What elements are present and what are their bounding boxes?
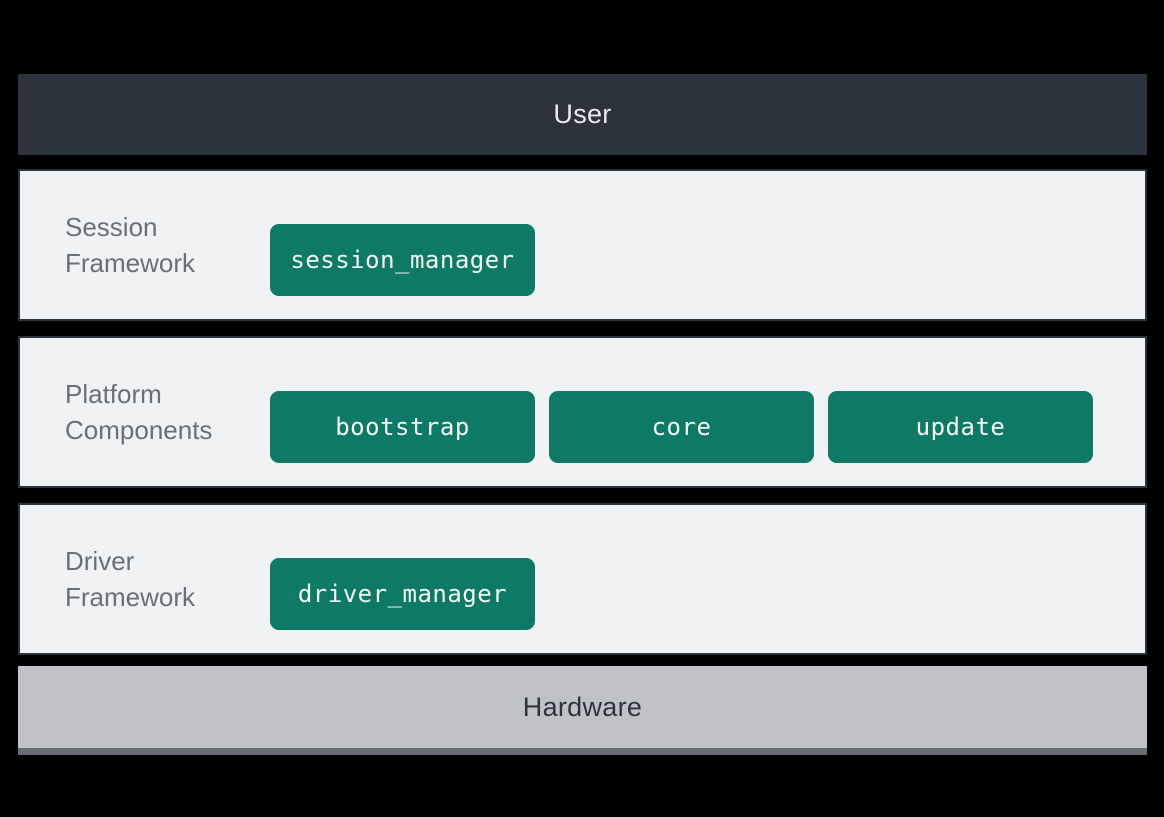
layer-driver-framework: Driver Framework driver_manager	[18, 503, 1147, 655]
layer-platform-components: Platform Components bootstrap core updat…	[18, 336, 1147, 488]
component-core: core	[549, 391, 814, 463]
user-layer-label: User	[553, 99, 612, 129]
component-bootstrap: bootstrap	[270, 391, 535, 463]
component-update: update	[828, 391, 1093, 463]
driver-framework-label: Driver Framework	[65, 545, 196, 612]
component-driver-manager: driver_manager	[270, 558, 535, 630]
session-framework-components: session_manager	[270, 224, 535, 296]
driver-framework-components: driver_manager	[270, 558, 535, 630]
layer-session-framework: Session Framework session_manager	[18, 169, 1147, 321]
hardware-layer-label: Hardware	[522, 691, 643, 722]
component-session-manager: session_manager	[270, 224, 535, 296]
platform-components-label: Platform Components	[65, 378, 213, 445]
hardware-layer-bar: Hardware	[18, 666, 1147, 755]
user-layer-bar: User	[18, 74, 1147, 155]
platform-components-list: bootstrap core update	[270, 391, 1093, 463]
session-framework-label: Session Framework	[65, 211, 196, 278]
